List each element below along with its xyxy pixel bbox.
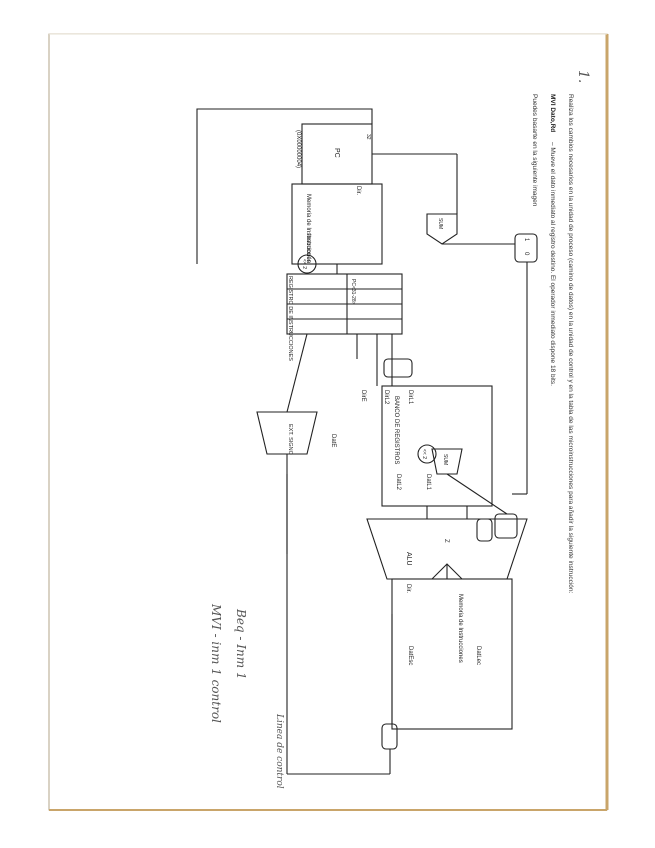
sum-top-label: SUM — [437, 218, 443, 229]
ext-signo-shape — [257, 412, 317, 454]
hand-mark: 1. — [575, 70, 591, 83]
sum-bottom-label: SUM — [442, 454, 448, 465]
mux-label-1: 1 — [523, 238, 529, 242]
hand-mvi: MVI - inm 1 control — [209, 603, 223, 723]
mvi-title: MVI Dato,Rd — [549, 94, 556, 132]
mux-dire — [384, 359, 412, 377]
instruction-text: Realiza los cambios necesarios en la uni… — [567, 94, 574, 594]
dmem-datesc: DatEsc — [407, 646, 413, 665]
mvi-description: – Mueve el dato inmediato al registro de… — [549, 142, 556, 386]
dmem-dir: Dir. — [405, 584, 411, 593]
ext-signo-label: EXT. SIGNO — [287, 424, 293, 456]
alu-label: ALU — [405, 552, 412, 566]
z-label: Z — [443, 539, 449, 543]
sll-top-label: << 2 — [301, 259, 307, 269]
hint-text: Puedes basarte en la siguiente imagen — [531, 94, 538, 207]
datl1: DatL1 — [425, 474, 431, 491]
datl2: DatL2 — [395, 474, 401, 491]
hand-linea: Linea de control — [274, 713, 284, 789]
const-label: (0X00000004) — [295, 130, 301, 168]
date: DatE — [330, 434, 336, 447]
mux-branch — [495, 514, 517, 538]
dire: DirE — [360, 390, 366, 402]
ir-title: REGISTRO DE INSTRUCCIONES — [287, 276, 293, 361]
dirl1: DirL1 — [407, 390, 413, 405]
pc-concat: PC<31-28> — [350, 279, 356, 305]
sll-bottom-label: << 2 — [421, 449, 427, 459]
imem-dir: Dir. — [355, 186, 361, 195]
dmem-label: Memoria de Instrucciones — [457, 594, 463, 663]
mux-alu — [477, 519, 492, 541]
mux-label-0: 0 — [523, 252, 529, 256]
hand-beq: Beq - Inm 1 — [234, 608, 248, 680]
pc-label: PC — [333, 148, 340, 158]
mux-write — [382, 724, 397, 749]
regbank-title: BANCO DE REGISTROS — [393, 396, 399, 464]
bus-width: 32 — [365, 134, 371, 140]
dmem-datlec: DatLec — [475, 646, 481, 665]
dirl2: DirL2 — [383, 390, 389, 405]
